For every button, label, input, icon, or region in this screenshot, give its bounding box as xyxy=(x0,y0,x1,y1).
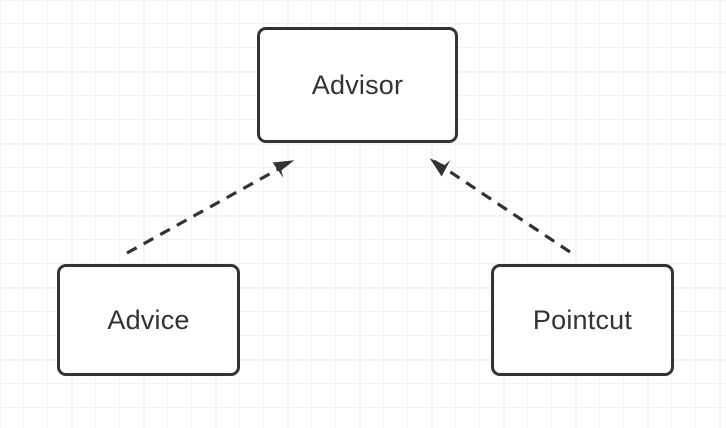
edge-line xyxy=(126,159,295,255)
node-advisor[interactable]: Advisor xyxy=(257,27,458,143)
node-advisor-label: Advisor xyxy=(311,69,404,100)
edge-advice-to-advisor[interactable] xyxy=(126,159,295,255)
edge-line xyxy=(429,157,571,254)
node-pointcut-label: Pointcut xyxy=(532,304,633,335)
node-advice-label: Advice xyxy=(107,304,190,335)
node-advice[interactable]: Advice xyxy=(57,264,240,376)
edge-pointcut-to-advisor[interactable] xyxy=(429,157,571,254)
node-pointcut[interactable]: Pointcut xyxy=(491,264,674,376)
